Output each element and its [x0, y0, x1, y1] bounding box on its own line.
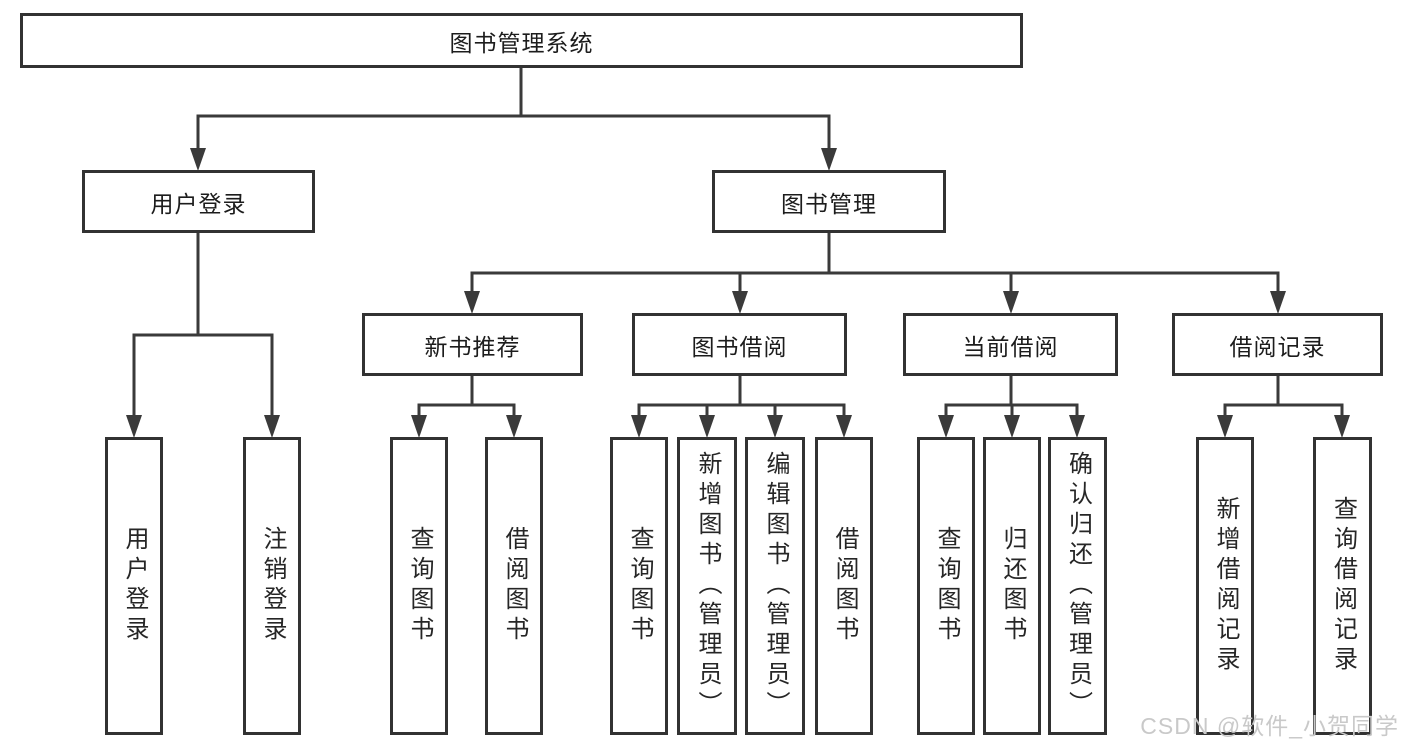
- leaf-label: 新增借阅记录: [1212, 496, 1239, 676]
- arrow-down-icon: [699, 415, 715, 438]
- leaf-label: 借阅图书: [831, 526, 858, 646]
- leaf-add-borrow-record: 新增借阅记录: [1196, 437, 1254, 735]
- node-borrow-records: 借阅记录: [1172, 313, 1383, 376]
- node-root: 图书管理系统: [20, 13, 1023, 68]
- arrow-down-icon: [1069, 415, 1085, 438]
- arrow-down-icon: [938, 415, 954, 438]
- arrow-down-icon: [1334, 415, 1350, 438]
- leaf-label: 查询图书: [626, 526, 653, 646]
- arrow-down-icon: [126, 415, 142, 438]
- arrow-down-icon: [1217, 415, 1233, 438]
- arrow-down-icon: [264, 415, 280, 438]
- arrow-down-icon: [631, 415, 647, 438]
- leaf-user-login: 用户登录: [105, 437, 163, 735]
- csdn-watermark: CSDN @软件_小贺同学: [1140, 713, 1399, 739]
- leaf-borrow-books-recommend: 借阅图书: [485, 437, 543, 735]
- leaf-edit-book-admin: 编辑图书（管理员）: [745, 437, 805, 735]
- leaf-borrow-books: 借阅图书: [815, 437, 873, 735]
- arrow-down-icon: [1004, 415, 1020, 438]
- leaf-label: 编辑图书（管理员）: [762, 451, 789, 721]
- leaf-label: 确认归还（管理员）: [1064, 451, 1092, 721]
- arrow-down-icon: [767, 415, 783, 438]
- leaf-label: 新增图书（管理员）: [694, 451, 721, 721]
- leaf-label: 用户登录: [121, 526, 148, 646]
- node-user-login: 用户登录: [82, 170, 315, 233]
- leaf-query-borrow-record: 查询借阅记录: [1313, 437, 1372, 735]
- arrow-down-icon: [506, 415, 522, 438]
- node-current-borrow: 当前借阅: [903, 313, 1118, 376]
- node-book-borrow: 图书借阅: [632, 313, 847, 376]
- leaf-query-books-recommend: 查询图书: [390, 437, 448, 735]
- arrow-down-icon: [836, 415, 852, 438]
- node-book-management: 图书管理: [712, 170, 946, 233]
- leaf-label: 借阅图书: [501, 526, 528, 646]
- leaf-label: 查询图书: [406, 526, 433, 646]
- arrow-down-icon: [411, 415, 427, 438]
- leaf-label: 查询借阅记录: [1329, 496, 1357, 676]
- leaf-return-book: 归还图书: [983, 437, 1041, 735]
- leaf-add-book-admin: 新增图书（管理员）: [677, 437, 737, 735]
- leaf-query-books-borrow: 查询图书: [610, 437, 668, 735]
- node-new-book-recommend: 新书推荐: [362, 313, 583, 376]
- arrow-down-icon: [1003, 291, 1019, 314]
- leaf-label: 归还图书: [999, 526, 1026, 646]
- arrow-down-icon: [190, 148, 206, 171]
- leaf-confirm-return-admin: 确认归还（管理员）: [1048, 437, 1107, 735]
- leaf-query-books-current: 查询图书: [917, 437, 975, 735]
- leaf-logout: 注销登录: [243, 437, 301, 735]
- arrow-down-icon: [821, 148, 837, 171]
- arrow-down-icon: [1270, 291, 1286, 314]
- arrow-down-icon: [732, 291, 748, 314]
- leaf-label: 查询图书: [933, 526, 960, 646]
- arrow-down-icon: [464, 291, 480, 314]
- leaf-label: 注销登录: [259, 526, 286, 646]
